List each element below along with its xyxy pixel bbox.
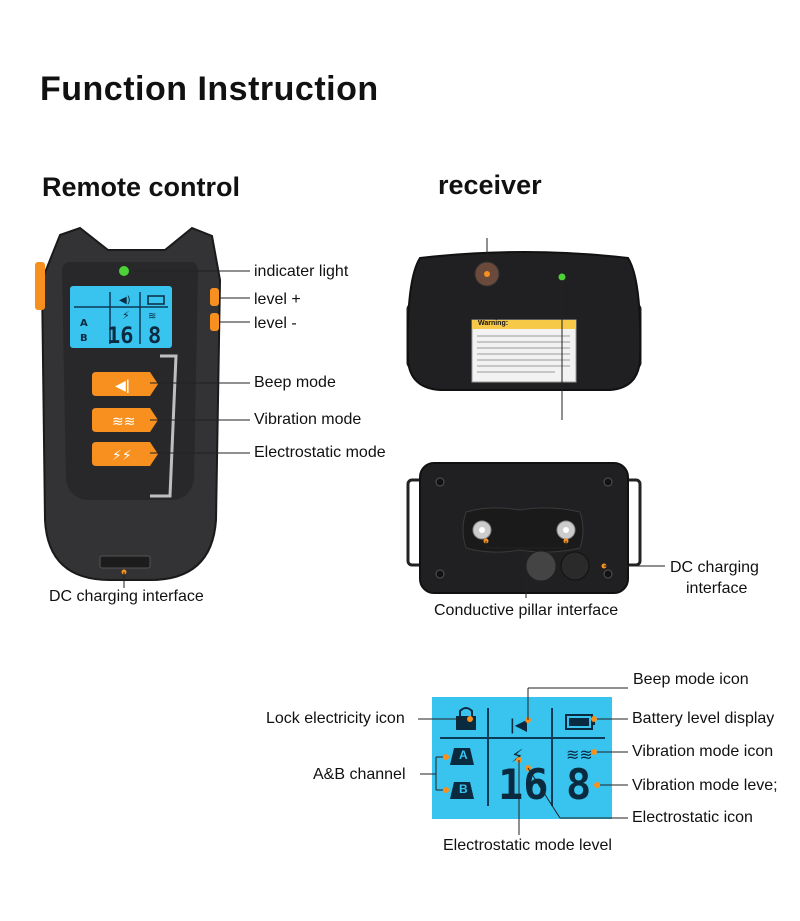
- label-beep-mode: Beep mode: [254, 374, 336, 391]
- svg-text:◀): ◀): [119, 295, 131, 306]
- remote-heading: Remote control: [42, 172, 241, 202]
- label-receiver-dc-1: DC charging: [670, 559, 759, 576]
- remote-lcd-screen: [70, 286, 172, 348]
- channel-b-label: B: [459, 782, 468, 796]
- label-battery: Battery level display: [632, 710, 775, 727]
- side-button-left: [35, 262, 45, 310]
- label-channel: A&B channel: [313, 766, 406, 783]
- level-plus-button: [210, 288, 219, 306]
- beep-mode-icon: ǀ◀: [510, 715, 528, 734]
- label-beep-icon: Beep mode icon: [633, 671, 749, 688]
- label-level-plus: level +: [254, 291, 301, 308]
- svg-text:◀ǀ: ◀ǀ: [115, 378, 130, 394]
- electrostatic-level-digits: 16: [498, 760, 549, 809]
- svg-text:⚡⚡: ⚡⚡: [112, 448, 132, 464]
- svg-text:B: B: [80, 333, 88, 344]
- receiver-indicator-light: [558, 273, 566, 281]
- vibration-mode-button: [92, 408, 158, 432]
- label-lock-icon: Lock electricity icon: [266, 710, 405, 727]
- label-conductive-pillar: Conductive pillar interface: [434, 602, 619, 619]
- electrostatic-mode-button: [92, 442, 158, 466]
- label-vibration-level: Vibration mode leve;: [632, 777, 778, 794]
- label-vibration-icon: Vibration mode icon: [632, 743, 774, 760]
- page-title: Function Instruction: [40, 70, 379, 108]
- label-vibration-mode: Vibration mode: [254, 411, 362, 428]
- remote-lcd-digits-right: 8: [148, 324, 162, 349]
- label-level-minus: level -: [254, 315, 297, 332]
- svg-text:≋: ≋: [148, 311, 156, 322]
- indicator-light: [119, 266, 129, 276]
- svg-text:⚡: ⚡: [122, 309, 130, 322]
- label-electrostatic-mode: Electrostatic mode: [254, 444, 386, 461]
- channel-a-label: A: [459, 748, 468, 762]
- remote-lcd-digits-left: 16: [107, 324, 134, 349]
- level-minus-button: [210, 313, 219, 331]
- label-receiver-dc-2: interface: [686, 580, 748, 597]
- remote-dc-port: [99, 555, 151, 569]
- channel-b-icon: [450, 782, 474, 799]
- vibration-level-digits: 8: [566, 760, 592, 809]
- receiver-heading: receiver: [438, 170, 542, 200]
- svg-text:≋≋: ≋≋: [112, 414, 135, 430]
- label-indicator-light: indicater light: [254, 263, 349, 280]
- svg-text:A: A: [80, 318, 88, 329]
- warning-title: Warning:: [478, 320, 509, 327]
- channel-a-icon: [450, 748, 474, 765]
- label-electrostatic-icon: Electrostatic icon: [632, 809, 753, 826]
- vibration-mode-icon: ≋≋: [566, 745, 593, 764]
- beep-mode-button: [92, 372, 158, 396]
- label-remote-dc: DC charging interface: [49, 588, 204, 605]
- receiver-dc-port: [560, 551, 590, 581]
- label-electrostatic-level: Electrostatic mode level: [443, 837, 612, 854]
